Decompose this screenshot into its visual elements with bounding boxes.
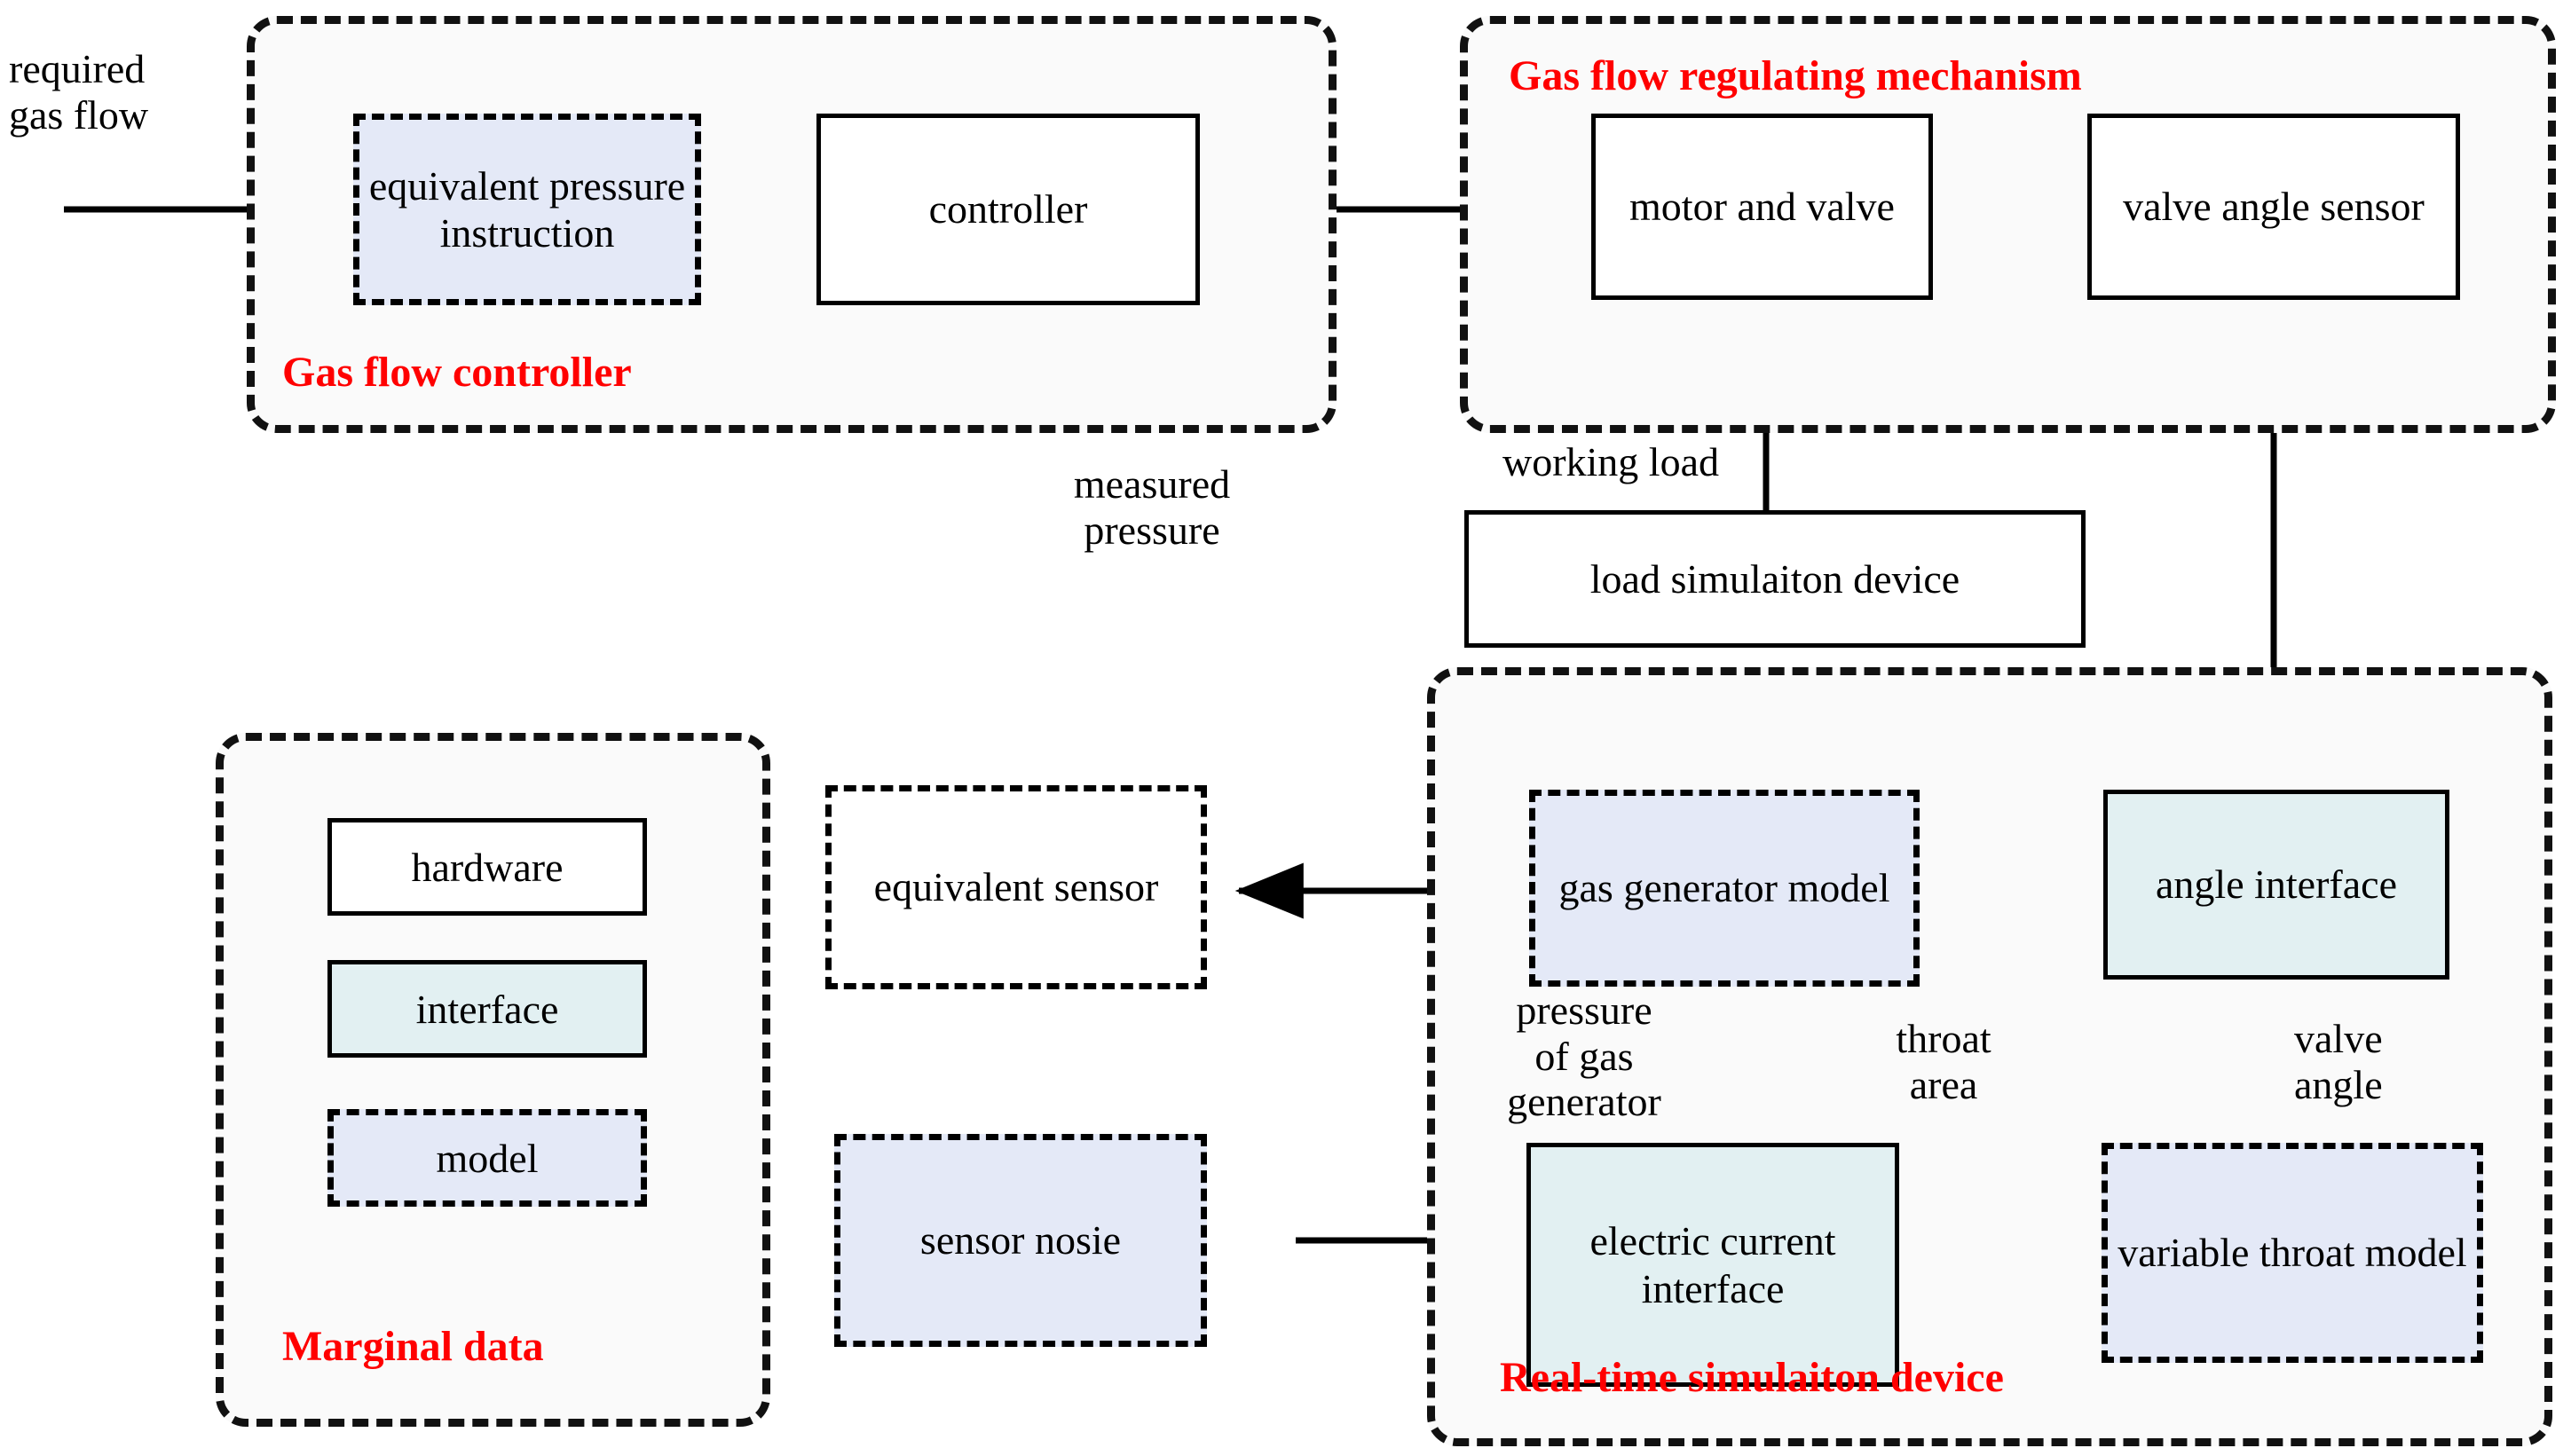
- group-label-real-time-simulation-device: Real-time simulaiton device: [1500, 1354, 2004, 1401]
- node-angle-interface[interactable]: angle interface: [2103, 790, 2449, 980]
- group-label-gas-flow-regulating-mechanism: Gas flow regulating mechanism: [1509, 52, 2082, 99]
- node-equivalent-pressure-instruction[interactable]: equivalent pressure instruction: [353, 114, 701, 305]
- node-motor-and-valve[interactable]: motor and valve: [1591, 114, 1933, 300]
- legend-item-hardware: hardware: [327, 818, 647, 916]
- legend-item-model: model: [327, 1109, 647, 1207]
- group-label-gas-flow-controller: Gas flow controller: [282, 349, 632, 396]
- node-variable-throat-model[interactable]: variable throat model: [2102, 1143, 2483, 1363]
- node-sensor-noise[interactable]: sensor nosie: [834, 1134, 1207, 1347]
- node-equivalent-sensor[interactable]: equivalent sensor: [825, 785, 1207, 989]
- node-electric-current-interface[interactable]: electric current interface: [1526, 1143, 1899, 1387]
- node-load-simulation-device[interactable]: load simulaiton device: [1464, 510, 2086, 648]
- edge-label-required-gas-flow: required gas flow: [9, 46, 149, 138]
- node-controller[interactable]: controller: [816, 114, 1200, 305]
- group-label-marginal-data: Marginal data: [282, 1323, 544, 1370]
- node-gas-generator-model[interactable]: gas generator model: [1529, 790, 1920, 987]
- edge-label-working-load: working load: [1502, 439, 1719, 484]
- edge-label-pressure-of-gas-generator: pressure of gas generator: [1507, 988, 1661, 1125]
- edge-label-measured-pressure: measured pressure: [1073, 461, 1231, 553]
- edge-label-throat-area: throat area: [1896, 1016, 1991, 1107]
- legend-item-interface: interface: [327, 960, 647, 1058]
- node-valve-angle-sensor[interactable]: valve angle sensor: [2087, 114, 2460, 300]
- edge-label-valve-angle: valve angle: [2294, 1016, 2383, 1107]
